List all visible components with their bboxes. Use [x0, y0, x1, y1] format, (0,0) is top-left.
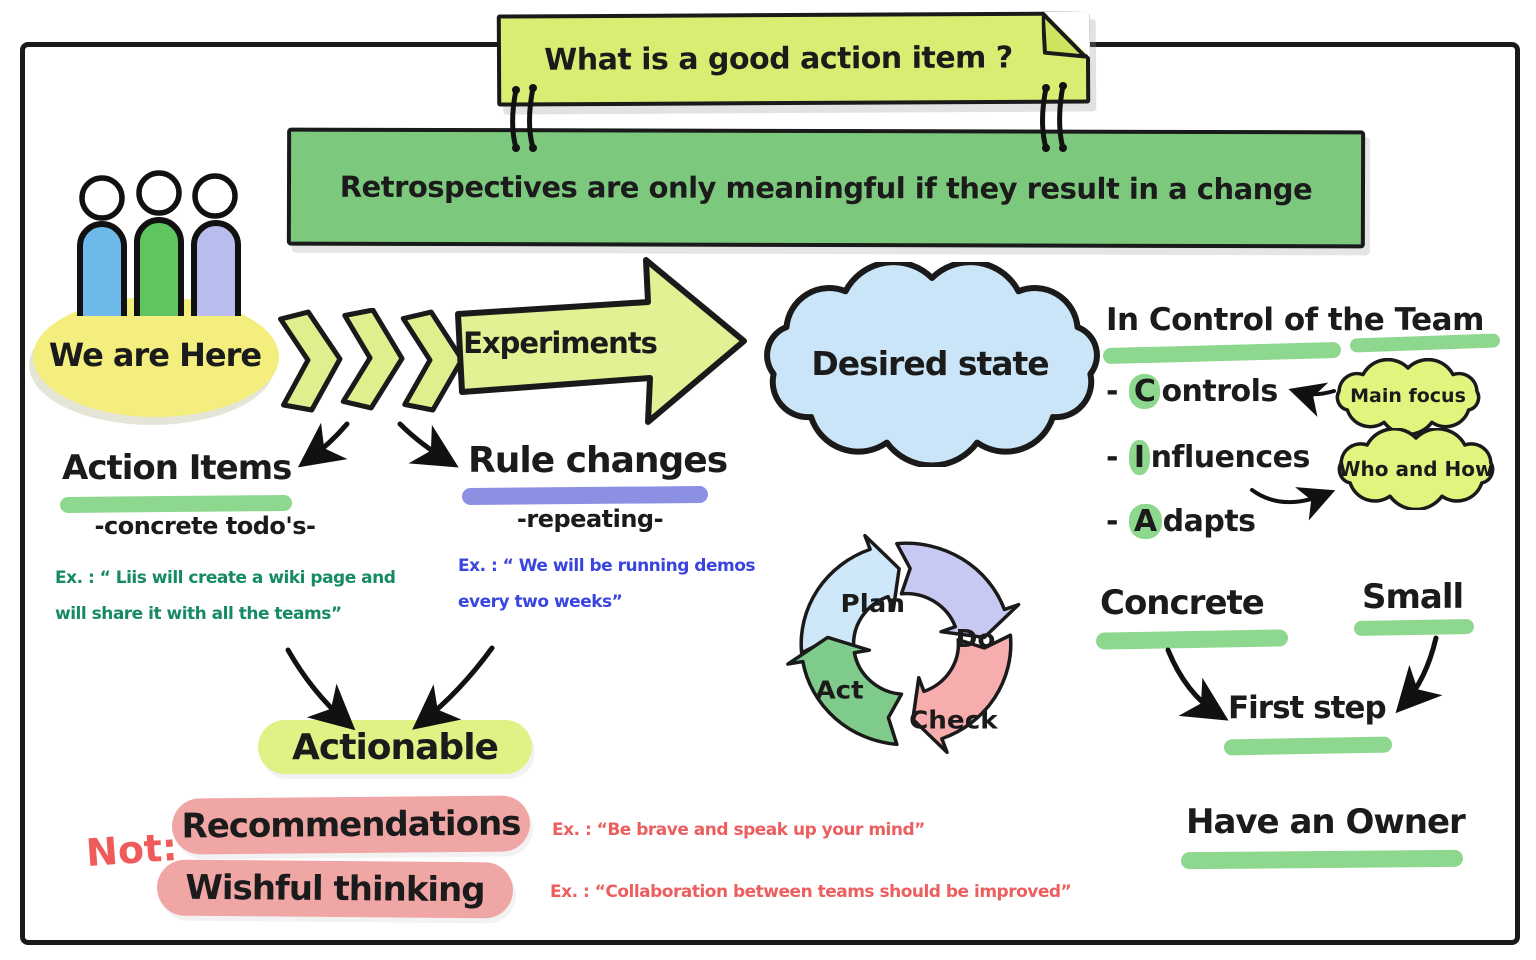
- highlighted-letter-a: A: [1128, 504, 1162, 539]
- title-sticky-note: What is a good action item ?: [496, 11, 1091, 107]
- team-people-icon: [77, 170, 241, 316]
- pdca-plan-label: Plan: [841, 589, 905, 618]
- folded-corner-icon: [1041, 11, 1090, 59]
- not-example-1: Ex. : “Be brave and speak up your mind”: [552, 820, 925, 840]
- we-are-here-highlight: [33, 297, 279, 417]
- rule-changes-example: Ex. : “ We will be running demos every t…: [458, 556, 756, 612]
- small-label: Small: [1362, 577, 1464, 617]
- chevron-arrows-icon: [278, 308, 465, 413]
- desired-state-label: Desired state: [811, 344, 1049, 383]
- desired-state-cloud: [764, 262, 1100, 467]
- recommendations-pill: Recommendations: [171, 795, 531, 855]
- pdca-segment-act: [786, 635, 904, 747]
- action-items-example: Ex. : “ Liis will create a wiki page and…: [55, 568, 396, 624]
- wishful-thinking-pill: Wishful thinking: [156, 859, 514, 919]
- banner: Retrospectives are only meaningful if th…: [286, 127, 1366, 249]
- small-underline: [1353, 618, 1475, 637]
- we-are-here-label: We are Here: [48, 336, 262, 374]
- pdca-check-label: Check: [909, 706, 998, 735]
- rule-changes-subtitle: -repeating-: [516, 505, 664, 533]
- pdca-do-label: Do: [956, 624, 996, 653]
- pdca-segment-do: [895, 541, 1021, 640]
- who-and-how-cloud: [1337, 428, 1495, 510]
- pdca-cycle-icon: Plan Do Check Act: [786, 533, 1021, 755]
- action-items-heading: Action Items: [62, 448, 292, 488]
- concrete-underline: [1095, 629, 1289, 650]
- pdca-segment-check: [911, 633, 1013, 755]
- title-text: What is a good action item ?: [544, 40, 1013, 78]
- have-an-owner-underline: [1180, 849, 1464, 870]
- in-control-heading: In Control of the Team: [1106, 302, 1484, 338]
- rule-changes-underline: [461, 485, 709, 506]
- first-step-underline: [1223, 736, 1393, 756]
- actionable-pill: Actionable: [258, 720, 532, 774]
- experiments-label: Experiments: [463, 326, 658, 360]
- rule-changes-heading: Rule changes: [468, 440, 728, 481]
- main-focus-label: Main focus: [1350, 385, 1466, 407]
- action-items-underline: [59, 494, 293, 514]
- experiments-arrow: [455, 257, 747, 425]
- concrete-label: Concrete: [1100, 583, 1265, 623]
- who-and-how-label: Who and How: [1338, 457, 1494, 481]
- action-items-subtitle: -concrete todo's-: [94, 512, 316, 540]
- highlighted-letter-c: C: [1128, 374, 1161, 409]
- not-example-2: Ex. : “Collaboration between teams shoul…: [550, 882, 1072, 902]
- highlighted-letter-i: I: [1128, 440, 1150, 475]
- pdca-act-label: Act: [815, 676, 863, 705]
- first-step-label: First step: [1228, 690, 1387, 726]
- pdca-segment-plan: [799, 533, 901, 655]
- banner-text: Retrospectives are only meaningful if th…: [339, 169, 1313, 207]
- have-an-owner-label: Have an Owner: [1186, 802, 1466, 842]
